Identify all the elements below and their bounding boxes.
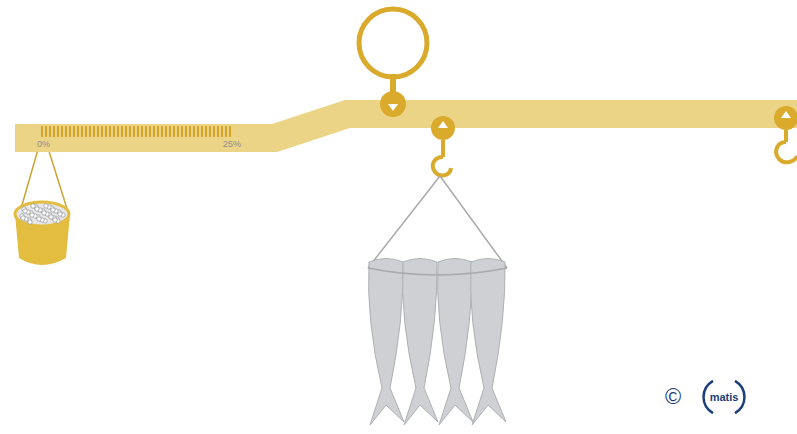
copyright-mark: © [665,384,681,410]
tick [101,126,103,137]
pebble [58,212,62,216]
tick [77,126,79,137]
tick [193,126,195,137]
fish [471,259,506,426]
tick [225,126,227,137]
logo-text: matis [710,391,739,403]
tick [221,126,223,137]
tick [161,126,163,137]
tick [49,126,51,137]
pebble [42,211,46,215]
tick [105,126,107,137]
tick [133,126,135,137]
bucket-load [15,202,69,226]
tick [109,126,111,137]
tick [173,126,175,137]
end-knob [774,106,797,130]
tick [205,126,207,137]
fish-bundle [368,259,507,426]
pebble [53,218,57,222]
pebble [51,208,55,212]
tick [73,126,75,137]
tick [165,126,167,137]
pivot-mark [388,104,398,111]
scale-label: 0% [37,139,50,149]
tick [93,126,95,137]
hook [433,140,451,175]
fish-rope-front [368,268,507,275]
pebble [30,213,34,217]
tick [197,126,199,137]
pebble [21,216,25,220]
tick [201,126,203,137]
pebble [23,209,27,213]
tick [41,126,43,137]
pebble [37,217,41,221]
tick [145,126,147,137]
tick [81,126,83,137]
tick [181,126,183,137]
tick [229,126,231,137]
tick [157,126,159,137]
fish [438,259,473,426]
logo: matis [701,375,747,419]
tick [217,126,219,137]
hanging-ring [359,9,427,77]
tick [185,126,187,137]
tick [57,126,59,137]
pebble [31,204,35,208]
tick [177,126,179,137]
tick [113,126,115,137]
tick [69,126,71,137]
tick [169,126,171,137]
tick [129,126,131,137]
tick [125,126,127,137]
tick [45,126,47,137]
scale-label: 25% [223,139,241,149]
tick [213,126,215,137]
tick [65,126,67,137]
end-hook [776,130,797,162]
pebble [49,215,53,219]
pebble [44,204,48,208]
tick [153,126,155,137]
tick [61,126,63,137]
tick [137,126,139,137]
fish [403,259,438,426]
tick [189,126,191,137]
tick [97,126,99,137]
tick [85,126,87,137]
beam [15,100,797,152]
hook-mark [438,121,448,128]
pebble [35,207,39,211]
tick [89,126,91,137]
tick [53,126,55,137]
tick [141,126,143,137]
pebble [28,220,32,224]
tick [117,126,119,137]
end-mark [781,111,791,118]
fish [369,259,404,426]
scale-ticks [41,126,231,137]
tick [149,126,151,137]
hook-knob [431,116,455,140]
tick [121,126,123,137]
tick [209,126,211,137]
pebbles [20,204,65,224]
pivot-knob [380,91,406,117]
